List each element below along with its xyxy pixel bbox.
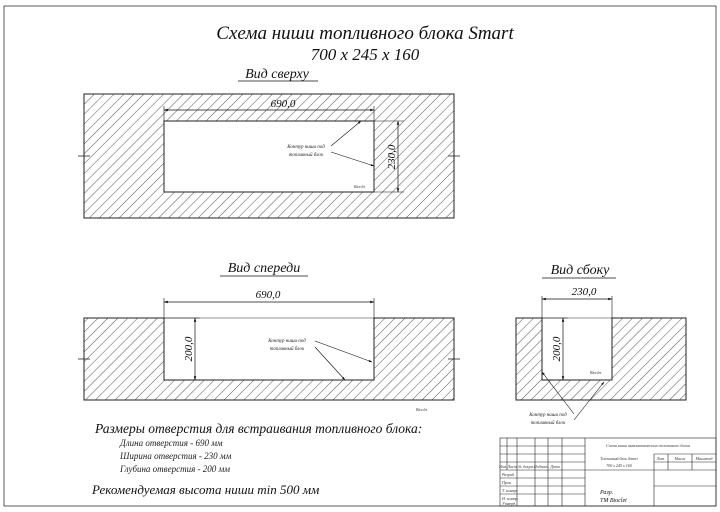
side-height-dimension: 200,0 xyxy=(551,336,563,361)
title-block-left-1: Пров. xyxy=(501,480,512,485)
title-block-left-4: Утверд. xyxy=(502,501,516,506)
side-view: Вид сбоку 230,0 200,0 Bioclet Контур ниш… xyxy=(515,263,687,426)
notes-heading: Размеры отверстия для встраивания топлив… xyxy=(94,421,422,436)
title-block-company: ТМ Bioclet xyxy=(600,498,627,504)
sheet-frame xyxy=(3,5,717,507)
notes-length: Длина отверстия - 690 мм xyxy=(119,438,223,448)
title-block xyxy=(499,437,717,507)
top-callout-line-2: топливный блок xyxy=(289,152,324,158)
front-view: Вид спереди 690,0 200,0 Контур ниши под … xyxy=(78,261,460,412)
front-height-dimension: 200,0 xyxy=(183,336,195,361)
title-block-product: Топливный блок Smart xyxy=(600,456,638,461)
drawing-subtitle: 700 x 245 x 160 xyxy=(311,45,420,64)
side-callout-line-1: Контур ниши под xyxy=(528,413,567,418)
top-view-niche xyxy=(163,120,375,193)
title-block-col-mass: Масса xyxy=(674,456,686,461)
side-brand-mark: Bioclet xyxy=(590,370,602,375)
side-view-slab xyxy=(515,317,687,401)
front-width-dimension: 690,0 xyxy=(256,289,281,301)
notes-width: Ширина отверстия - 230 мм xyxy=(119,451,232,461)
title-block-doc-name: Схема ниши автоматического топливного бл… xyxy=(606,443,690,448)
front-callout-line-1: Контур ниши под xyxy=(267,339,306,344)
title-block-dims: 700 x 245 x 160 xyxy=(606,463,632,468)
title-block-row-sign: Подпись xyxy=(533,464,549,469)
title-block-col-scale: Масштаб xyxy=(694,456,713,461)
top-callout-line-1: Контур ниши под xyxy=(286,145,325,150)
top-width-dimension: 690,0 xyxy=(271,98,296,110)
notes-depth: Глубина отверстия - 200 мм xyxy=(119,464,230,474)
drawing-title: Схема ниши топливного блока Smart xyxy=(216,23,514,44)
title-block-row-list: Лист xyxy=(506,464,516,469)
top-brand-mark: Bioclet xyxy=(354,184,366,189)
title-block-text: Схема ниши автоматического топливного бл… xyxy=(498,443,713,506)
front-brand-mark: Bioclet xyxy=(416,407,428,412)
title-block-left-2: Т. контр. xyxy=(502,488,518,493)
title-block-left-3: Н. контр. xyxy=(501,496,518,501)
notes-recommendation: Рекомендуемая высота ниши min 500 мм xyxy=(91,482,319,497)
front-view-slab xyxy=(83,317,455,401)
front-callout-line-2: топливный блок xyxy=(270,346,305,352)
title-block-left-0: Разраб. xyxy=(501,472,515,477)
side-width-dimension: 230,0 xyxy=(572,286,597,298)
top-view-label: Вид сверху xyxy=(245,67,310,82)
title-block-row-date: Дата xyxy=(549,464,559,469)
title-block-row-izm: Изм. xyxy=(498,464,507,469)
top-height-dimension: 230,0 xyxy=(386,144,398,169)
dimension-notes: Размеры отверстия для встраивания топлив… xyxy=(91,421,422,497)
side-callout-line-2: топливный блок xyxy=(531,420,566,426)
title-block-row-doc: № докум. xyxy=(517,464,534,469)
title-block-sheet-info: Разр. xyxy=(599,490,613,496)
front-view-label: Вид спереди xyxy=(228,261,301,276)
title-block-col-lit: Лит. xyxy=(656,456,666,461)
top-view: Вид сверху 690,0 230,0 Контур ниши под т… xyxy=(78,67,460,219)
side-view-label: Вид сбоку xyxy=(551,263,611,278)
